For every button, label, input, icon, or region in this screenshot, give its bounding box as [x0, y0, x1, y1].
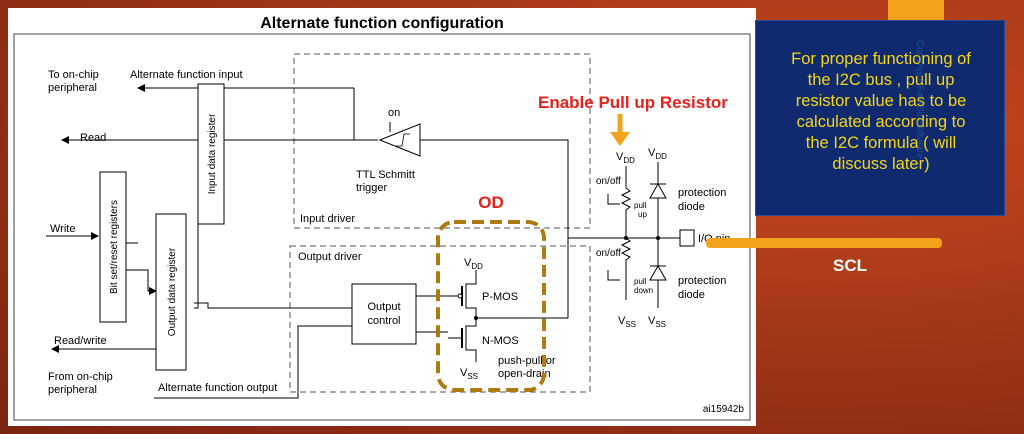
- alt-func-output-label: Alternate function output: [158, 382, 277, 394]
- to-onchip-label-1: To on-chip: [48, 69, 99, 81]
- ttl-schmitt-label-2: trigger: [356, 182, 388, 194]
- note-line: resistor value has to be: [795, 92, 967, 110]
- scl-label: SCL: [833, 256, 867, 275]
- read-write-label: Read/write: [54, 335, 107, 347]
- ttl-schmitt-label-1: TTL Schmitt: [356, 169, 415, 181]
- enable-pullup-arrow: [610, 132, 630, 146]
- output-data-register: [155, 213, 187, 371]
- pulldown-vss: VSS: [618, 315, 636, 329]
- diode-vss: VSS: [648, 315, 666, 329]
- on-label: on: [388, 107, 400, 119]
- pull-up-label-2: up: [638, 210, 647, 219]
- output-control-label-1: Output: [367, 301, 400, 313]
- note-line: calculated according to: [796, 113, 966, 131]
- from-onchip-label-2: peripheral: [48, 384, 97, 396]
- od-highlight: [436, 220, 546, 392]
- push-pull-label-1: push-pull or: [498, 355, 556, 367]
- circuit-diagram: Alternate function configuration Input d…: [13, 15, 751, 421]
- diagram-title: Alternate function configuration: [260, 15, 504, 32]
- schmitt-trigger: [378, 123, 421, 157]
- watermark: Copyright FastBit Software: [914, 40, 925, 159]
- alt-func-input-label: Alternate function input: [130, 69, 243, 81]
- onoff-down-label: on/off: [596, 248, 621, 259]
- note-box: For proper functioning of the I2C bus , …: [755, 20, 1005, 216]
- bit-setreset-label: Bit set/reset registers: [109, 200, 120, 294]
- pull-down-label-1: pull: [634, 277, 647, 286]
- vss-label: VSS: [460, 367, 478, 381]
- output-control: [351, 283, 417, 345]
- vdd-label: VDD: [464, 257, 483, 271]
- bit-setreset-registers: [99, 171, 127, 323]
- input-driver-box: [293, 53, 591, 229]
- note-line: the I2C formula ( will: [805, 134, 957, 152]
- output-control-label-2: control: [367, 315, 400, 327]
- pmos-label: P-MOS: [482, 291, 518, 303]
- push-pull-label-2: open-drain: [498, 368, 551, 380]
- nmos-label: N-MOS: [482, 335, 519, 347]
- protection-diode-bottom-label-2: diode: [678, 289, 705, 301]
- output-data-register-label: Output data register: [167, 247, 178, 336]
- pull-up-label-1: pull: [634, 201, 647, 210]
- note-line: the I2C bus , pull up: [807, 71, 955, 89]
- diagram-border: [13, 33, 751, 421]
- protection-diode-top-label-2: diode: [678, 201, 705, 213]
- input-data-register: [197, 83, 225, 225]
- input-data-register-label: Input data register: [207, 113, 218, 194]
- pull-down-label-2: down: [634, 286, 653, 295]
- protection-diode-bottom: [649, 264, 667, 281]
- protection-diode-top-label-1: protection: [678, 187, 726, 199]
- to-onchip-label-2: peripheral: [48, 82, 97, 94]
- od-label: OD: [478, 193, 504, 212]
- io-pin: [679, 229, 695, 247]
- output-driver-label: Output driver: [298, 251, 362, 263]
- protection-diode-top: [649, 182, 667, 199]
- read-label: Read: [80, 132, 106, 144]
- note-text: For proper functioning of the I2C bus , …: [768, 49, 994, 175]
- onoff-up-label: on/off: [596, 176, 621, 187]
- diagram-panel: Alternate function configuration Input d…: [8, 8, 756, 426]
- enable-pullup-label: Enable Pull up Resistor: [538, 93, 728, 112]
- figure-id: ai15942b: [703, 404, 745, 415]
- scl-line: [706, 238, 942, 248]
- input-driver-label: Input driver: [300, 213, 355, 225]
- note-line: For proper functioning of: [791, 50, 971, 68]
- pullup-vdd: VDD: [616, 151, 635, 165]
- diode-vdd: VDD: [648, 147, 667, 161]
- from-onchip-label-1: From on-chip: [48, 371, 113, 383]
- note-line: discuss later): [832, 155, 930, 173]
- protection-diode-bottom-label-1: protection: [678, 275, 726, 287]
- write-label: Write: [50, 223, 75, 235]
